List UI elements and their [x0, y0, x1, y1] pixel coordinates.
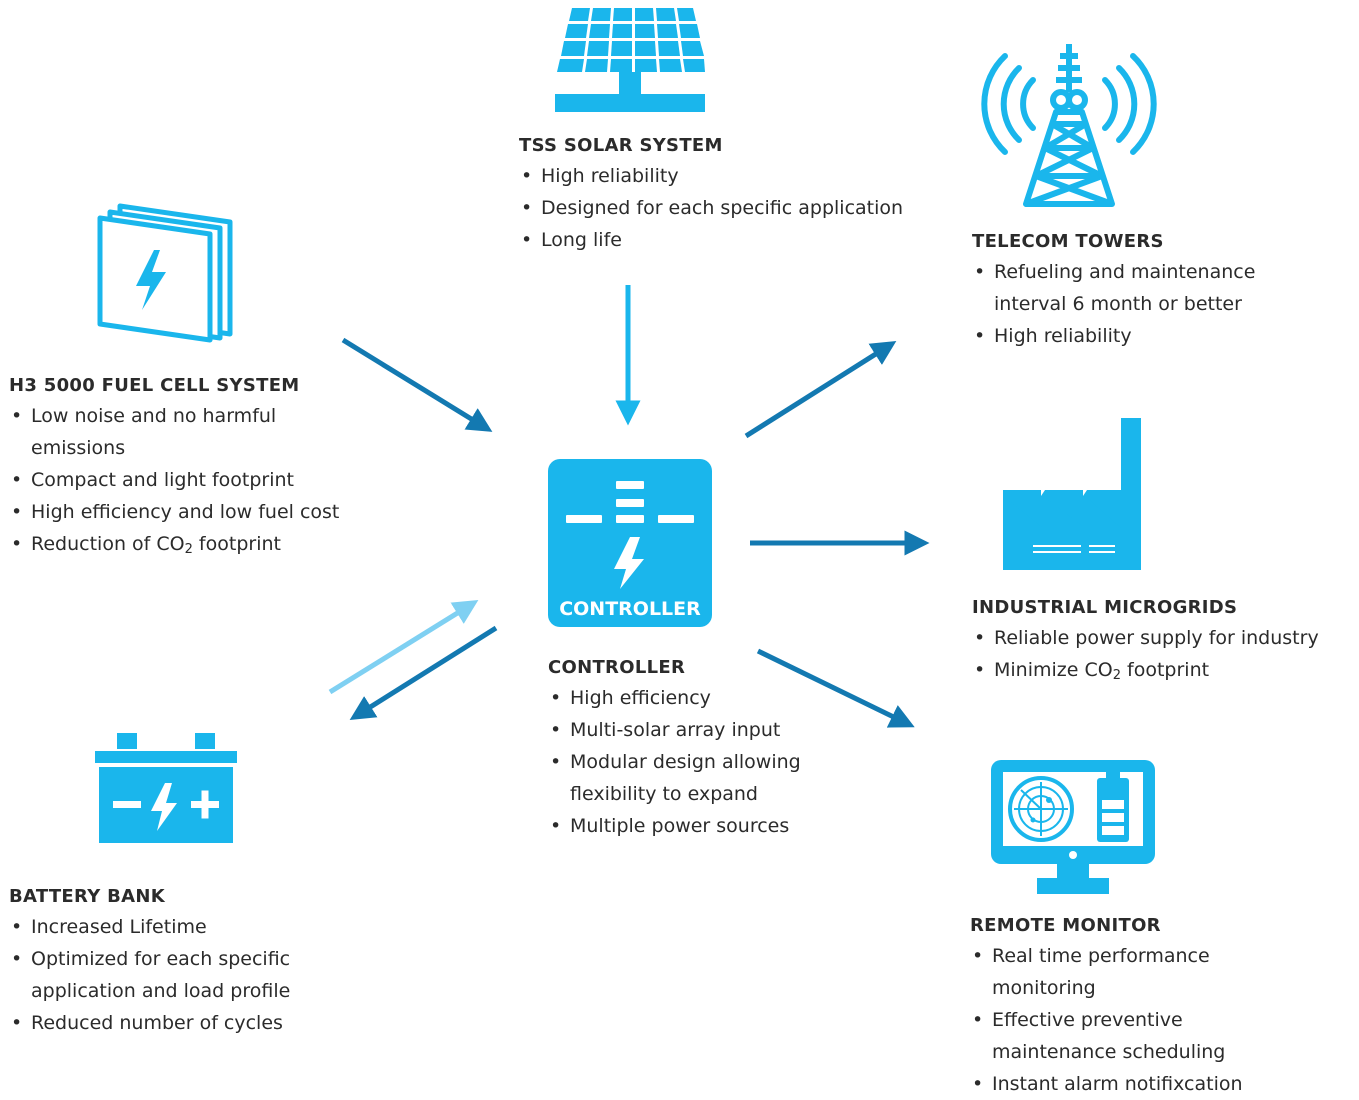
- telecom-towers-title: TELECOM TOWERS: [972, 231, 1164, 252]
- list-item: Refueling and maintenance interval 6 mon…: [972, 256, 1302, 320]
- solar-system-list: High reliability Designed for each speci…: [519, 160, 939, 256]
- industrial-microgrids-title: INDUSTRIAL MICROGRIDS: [972, 597, 1238, 618]
- telecom-tower-icon: [981, 44, 1157, 207]
- controller-list: High efficiency Multi-solar array input …: [548, 682, 848, 842]
- controller-icon-label: CONTROLLER: [559, 598, 701, 620]
- list-item: Designed for each specific application: [519, 192, 939, 224]
- remote-monitor-block: REMOTE MONITOR Real time performance mon…: [970, 915, 1310, 1100]
- list-item: Optimized for each specific application …: [9, 943, 331, 1007]
- telecom-towers-list: Refueling and maintenance interval 6 mon…: [972, 256, 1302, 352]
- arrow-controller-to-battery: [349, 625, 498, 720]
- remote-monitor-title: REMOTE MONITOR: [970, 915, 1161, 936]
- list-item: High reliability: [519, 160, 939, 192]
- solar-panel-icon: [555, 8, 705, 112]
- list-item: Long life: [519, 224, 939, 256]
- list-item: High efficiency: [548, 682, 848, 714]
- arrow-battery-to-controller: [328, 600, 479, 695]
- list-item: Instant alarm notifixcation: [970, 1068, 1310, 1100]
- co2-suffix: footprint: [1121, 659, 1210, 681]
- co2-suffix: footprint: [192, 533, 281, 555]
- co2-subscript: 2: [1112, 668, 1121, 683]
- list-item: High reliability: [972, 320, 1302, 352]
- list-item: Real time performance monitoring: [970, 940, 1242, 1004]
- list-item: Multi-solar array input: [548, 714, 848, 746]
- battery-bank-title: BATTERY BANK: [9, 886, 165, 907]
- battery-icon: [95, 733, 237, 843]
- arrow-fuelcell-to-controller: [341, 337, 493, 432]
- co2-prefix: Minimize CO: [994, 659, 1113, 681]
- list-item: Reduced number of cycles: [9, 1007, 339, 1039]
- list-item: Reliable power supply for industry: [972, 622, 1352, 654]
- list-item: High efficiency and low fuel cost: [9, 496, 379, 528]
- co2-prefix: Reduction of CO: [31, 533, 185, 555]
- arrow-controller-to-telecom: [744, 340, 897, 439]
- solar-system-block: TSS SOLAR SYSTEM High reliability Design…: [519, 135, 939, 256]
- list-item: Increased Lifetime: [9, 911, 339, 943]
- co2-subscript: 2: [184, 542, 193, 557]
- remote-monitor-list: Real time performance monitoring Effecti…: [970, 940, 1310, 1100]
- controller-block: CONTROLLER High efficiency Multi-solar a…: [548, 657, 848, 842]
- fuel-cell-icon: [97, 203, 233, 343]
- fuel-cell-block: H3 5000 FUEL CELL SYSTEM Low noise and n…: [9, 375, 379, 566]
- list-item: Reduction of CO2 footprint: [9, 528, 379, 566]
- battery-bank-block: BATTERY BANK Increased Lifetime Optimize…: [9, 886, 339, 1039]
- fuel-cell-title: H3 5000 FUEL CELL SYSTEM: [9, 375, 300, 396]
- industrial-microgrids-block: INDUSTRIAL MICROGRIDS Reliable power sup…: [972, 597, 1352, 692]
- list-item: Minimize CO2 footprint: [972, 654, 1352, 692]
- fuel-cell-list: Low noise and no harmful emissions Compa…: [9, 400, 379, 566]
- controller-title: CONTROLLER: [548, 657, 686, 678]
- solar-system-title: TSS SOLAR SYSTEM: [519, 135, 723, 156]
- list-item: Low noise and no harmful emissions: [9, 400, 311, 464]
- factory-icon: [1003, 418, 1141, 570]
- list-item: Multiple power sources: [548, 810, 848, 842]
- list-item: Modular design allowing flexibility to e…: [548, 746, 820, 810]
- monitor-radar-icon: [991, 760, 1155, 894]
- list-item: Effective preventive maintenance schedul…: [970, 1004, 1252, 1068]
- telecom-towers-block: TELECOM TOWERS Refueling and maintenance…: [972, 231, 1302, 352]
- controller-icon: CONTROLLER: [548, 459, 712, 627]
- list-item: Compact and light footprint: [9, 464, 379, 496]
- industrial-microgrids-list: Reliable power supply for industry Minim…: [972, 622, 1352, 692]
- battery-bank-list: Increased Lifetime Optimized for each sp…: [9, 911, 339, 1039]
